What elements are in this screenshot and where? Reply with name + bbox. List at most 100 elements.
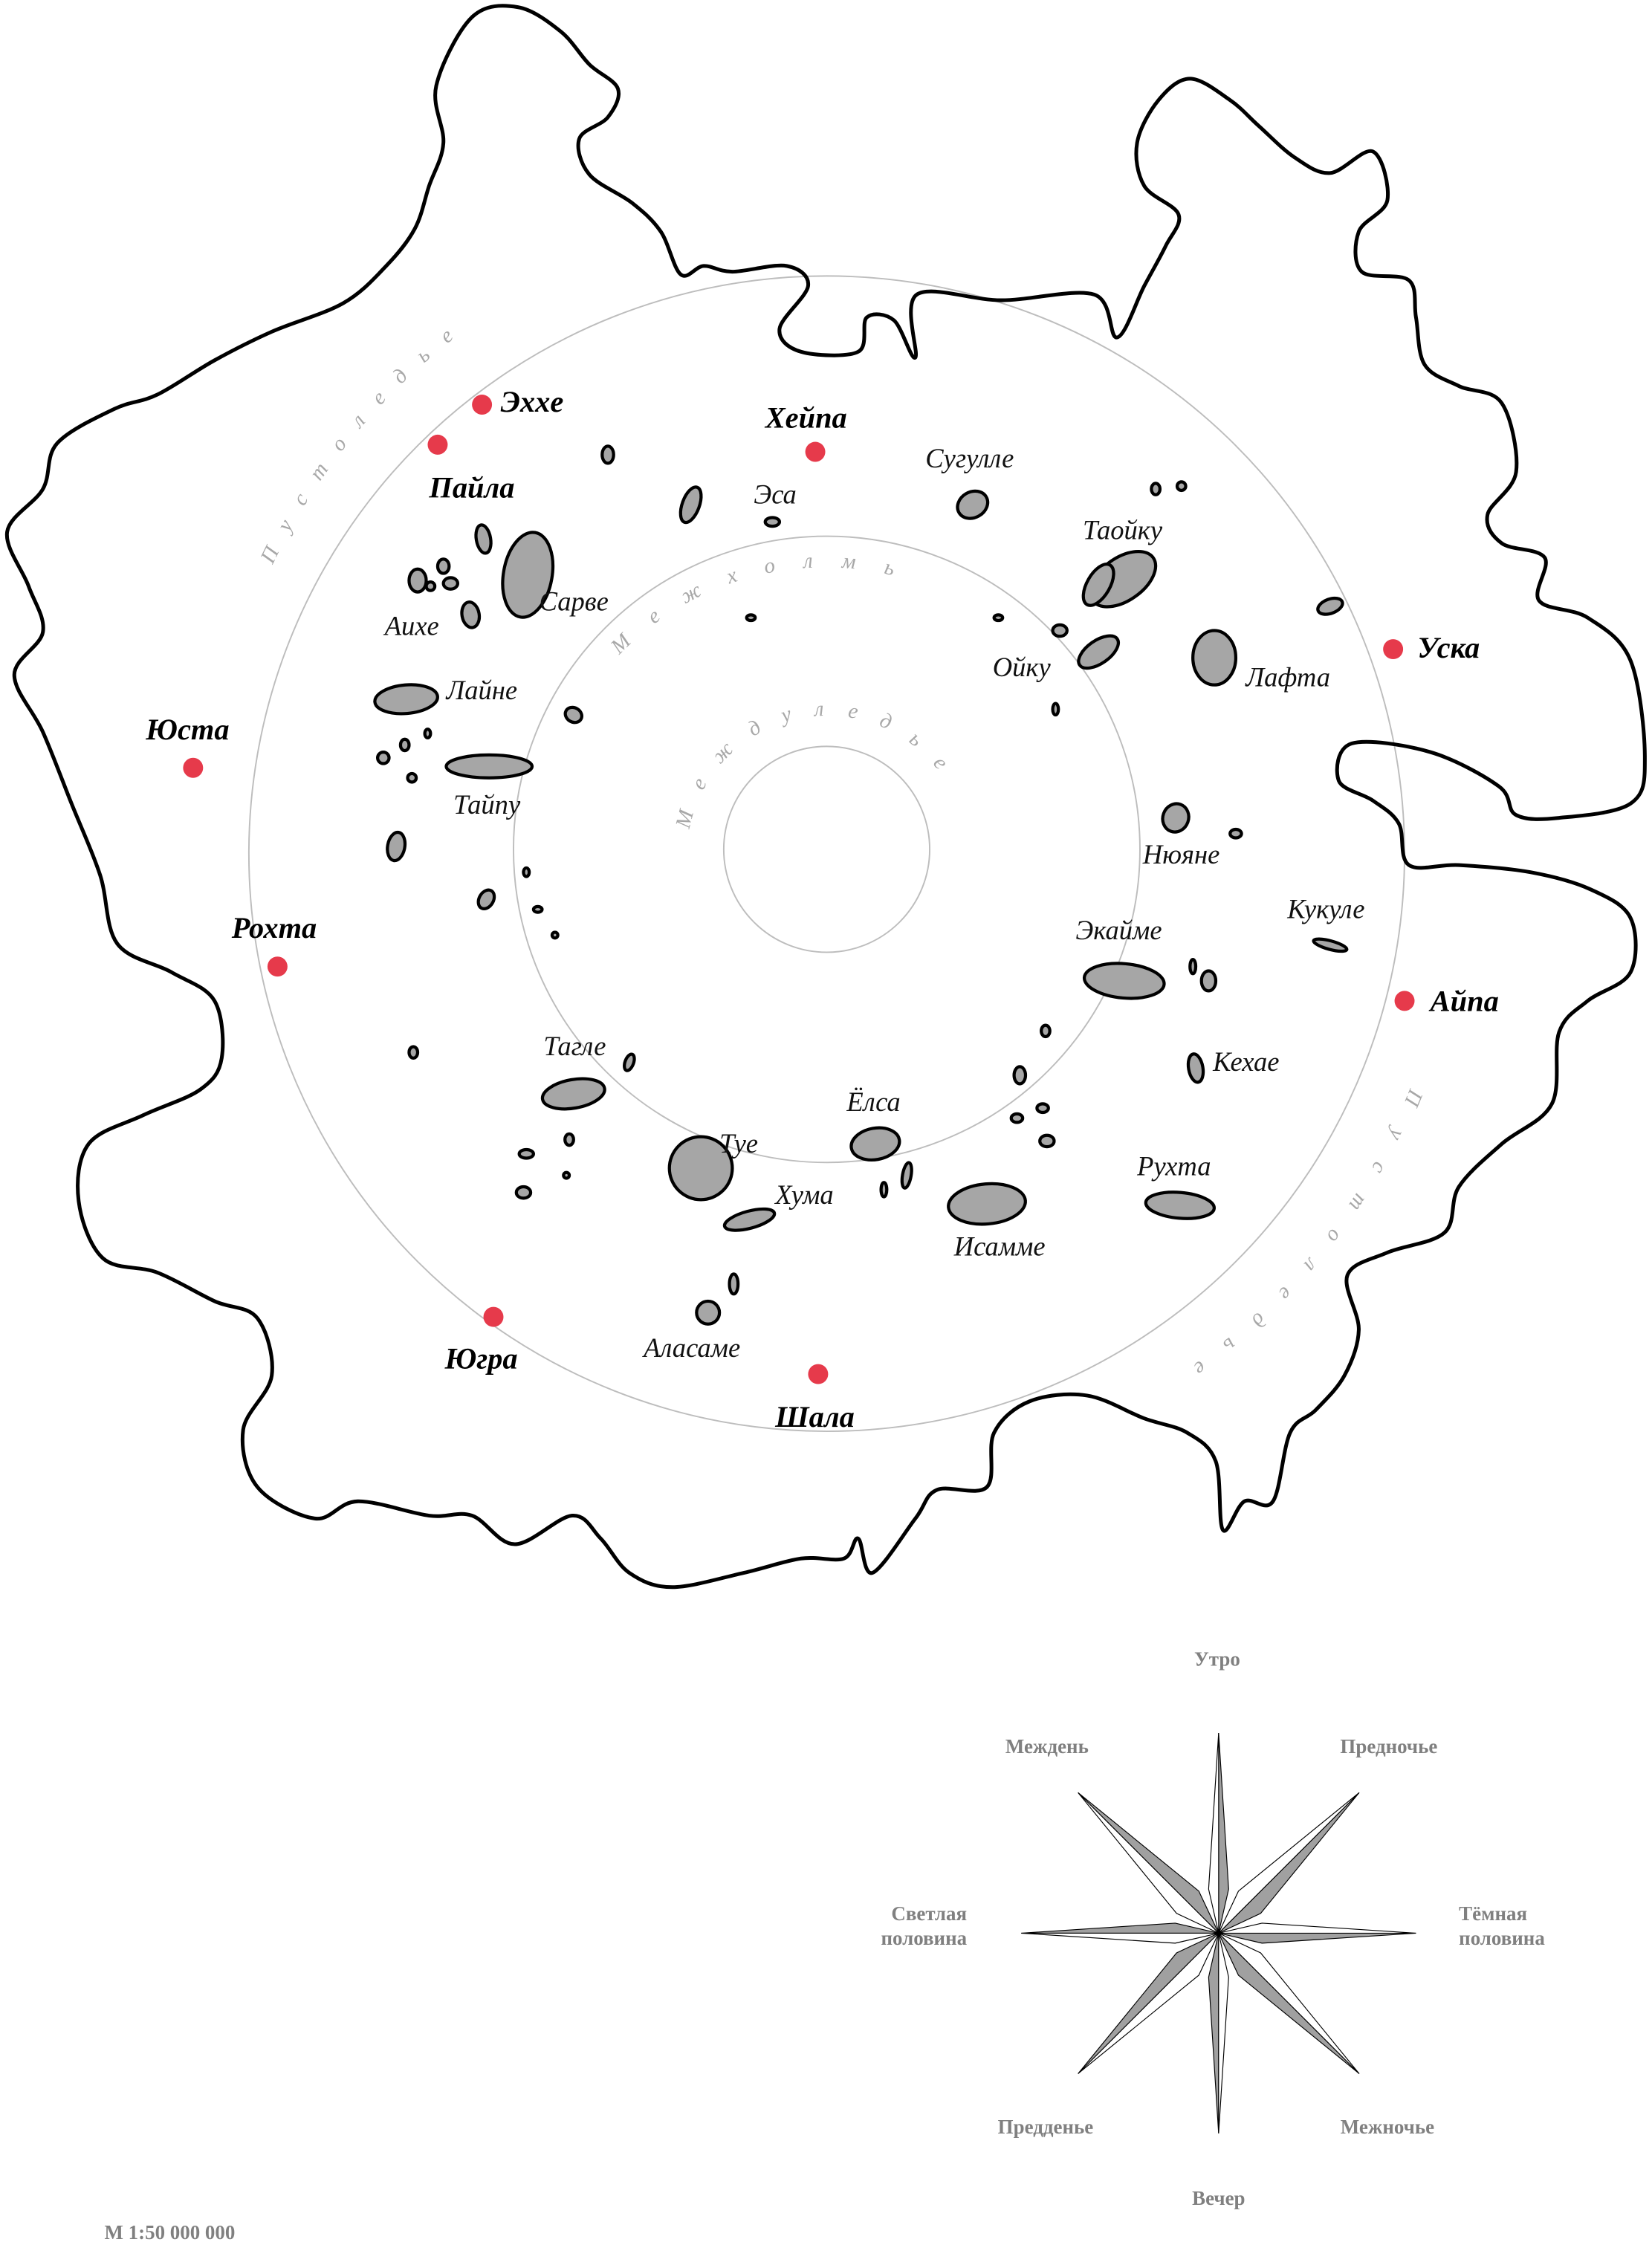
island[interactable] <box>1073 629 1124 675</box>
island-label[interactable]: Тайпу <box>453 789 521 820</box>
island[interactable] <box>1228 827 1243 840</box>
city-label[interactable]: Пайла <box>428 471 514 505</box>
island[interactable] <box>550 930 560 940</box>
island[interactable] <box>1051 702 1060 717</box>
island[interactable] <box>745 613 757 623</box>
city-marker[interactable] <box>1394 991 1415 1011</box>
city-label[interactable]: Хейпа <box>764 401 847 434</box>
island-label[interactable]: Хума <box>774 1179 834 1210</box>
island-label[interactable]: Ёлса <box>846 1086 900 1117</box>
island[interactable] <box>953 486 993 524</box>
island[interactable] <box>879 1181 889 1199</box>
city-label[interactable]: Уска <box>1417 631 1480 664</box>
island[interactable] <box>722 1205 777 1234</box>
island[interactable] <box>563 704 585 725</box>
city-marker[interactable] <box>805 441 826 462</box>
island[interactable] <box>728 1272 740 1296</box>
island[interactable] <box>475 887 497 912</box>
island[interactable] <box>406 771 418 784</box>
city-marker[interactable] <box>1383 639 1404 660</box>
island[interactable] <box>514 1185 533 1200</box>
island[interactable] <box>423 728 433 739</box>
island[interactable] <box>1199 969 1218 993</box>
island[interactable] <box>1191 629 1238 687</box>
city-marker[interactable] <box>483 1306 504 1327</box>
island[interactable] <box>1144 1190 1217 1222</box>
city-label[interactable]: Эхxe <box>501 385 564 418</box>
island[interactable] <box>1188 957 1198 976</box>
island[interactable] <box>667 1135 734 1202</box>
island-label[interactable]: Аласаме <box>642 1332 740 1363</box>
city-label[interactable]: Шала <box>774 1400 855 1433</box>
island[interactable] <box>540 1075 607 1114</box>
island-label[interactable]: Кехае <box>1212 1046 1279 1077</box>
island[interactable] <box>1315 595 1344 618</box>
island[interactable] <box>562 1170 571 1180</box>
island[interactable] <box>496 528 559 621</box>
compass-arm <box>1078 1932 1219 2074</box>
city-label[interactable]: Югра <box>444 1341 518 1375</box>
island-label[interactable]: Нюяне <box>1142 839 1220 869</box>
island-label[interactable]: Тагле <box>543 1031 606 1061</box>
island[interactable] <box>424 580 437 592</box>
island-label[interactable]: Экайме <box>1075 915 1162 945</box>
island-label[interactable]: Туе <box>719 1128 758 1159</box>
island[interactable] <box>695 1299 722 1326</box>
island[interactable] <box>1040 1023 1052 1039</box>
island[interactable] <box>1175 480 1188 493</box>
island[interactable] <box>407 1045 420 1060</box>
city-label[interactable]: Айпа <box>1428 984 1499 1017</box>
island[interactable] <box>947 1181 1027 1228</box>
island[interactable] <box>563 1132 575 1147</box>
city-marker[interactable] <box>183 757 204 778</box>
island[interactable] <box>1077 560 1119 611</box>
island[interactable] <box>474 523 493 555</box>
island[interactable] <box>441 576 460 591</box>
island[interactable] <box>1009 1112 1025 1124</box>
island[interactable] <box>407 567 428 594</box>
island-label[interactable]: Ойку <box>993 652 1052 682</box>
city-marker[interactable] <box>472 395 493 415</box>
island[interactable] <box>531 904 544 914</box>
city-marker[interactable] <box>808 1364 829 1384</box>
island[interactable] <box>849 1124 902 1164</box>
city-marker[interactable] <box>267 956 288 977</box>
island-label[interactable]: Кукуле <box>1286 893 1364 924</box>
island[interactable] <box>1051 623 1069 638</box>
island-label[interactable]: Таойку <box>1083 514 1163 545</box>
island[interactable] <box>992 613 1005 623</box>
island[interactable] <box>460 600 482 629</box>
island[interactable] <box>435 557 451 575</box>
island[interactable] <box>444 753 534 780</box>
island-label[interactable]: Сарве <box>540 586 609 617</box>
island[interactable] <box>1012 1065 1028 1086</box>
island[interactable] <box>763 516 782 528</box>
island[interactable] <box>676 485 705 525</box>
island[interactable] <box>1159 800 1193 836</box>
island[interactable] <box>373 682 439 716</box>
island[interactable] <box>385 830 407 863</box>
island[interactable] <box>375 750 391 765</box>
city-label[interactable]: Юста <box>145 713 229 746</box>
island[interactable] <box>1150 482 1162 496</box>
island[interactable] <box>900 1161 913 1190</box>
city-label[interactable]: Рохта <box>231 911 317 945</box>
city-marker[interactable] <box>427 434 448 455</box>
island-label[interactable]: Эса <box>754 479 796 509</box>
island[interactable] <box>522 866 531 878</box>
island-label[interactable]: Рухта <box>1136 1151 1211 1182</box>
island-label[interactable]: Лафта <box>1245 662 1330 693</box>
island[interactable] <box>600 444 615 465</box>
island-label[interactable]: Лайне <box>445 675 517 705</box>
island-label[interactable]: Аихе <box>383 610 439 641</box>
island-label[interactable]: Сугулле <box>925 443 1014 473</box>
island[interactable] <box>1035 1102 1050 1115</box>
island[interactable] <box>1082 960 1166 1001</box>
island-label[interactable]: Исамме <box>953 1231 1046 1261</box>
island[interactable] <box>1312 936 1349 953</box>
island[interactable] <box>1038 1133 1056 1149</box>
island[interactable] <box>622 1052 636 1072</box>
island[interactable] <box>398 737 411 753</box>
island[interactable] <box>517 1147 536 1160</box>
island[interactable] <box>1186 1052 1205 1084</box>
